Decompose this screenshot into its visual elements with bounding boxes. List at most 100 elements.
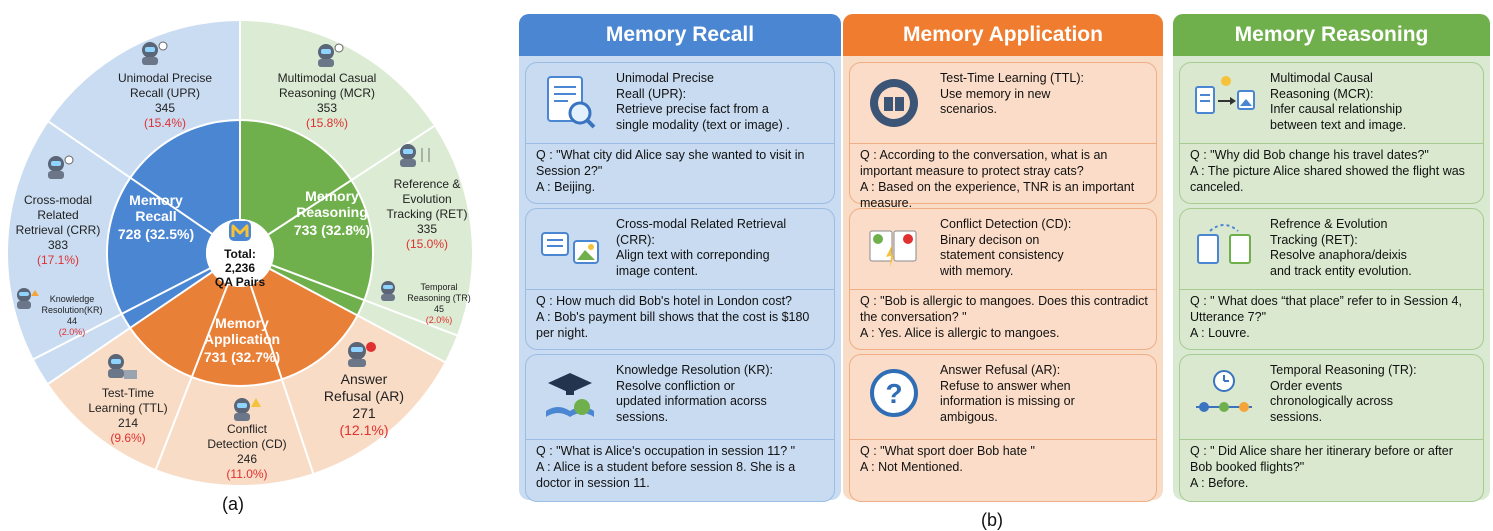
outer-segment xyxy=(155,376,314,485)
card-divider xyxy=(1180,289,1483,290)
segment-count: 44 xyxy=(66,316,77,326)
segment-count: 246 xyxy=(236,452,258,466)
ring-dividers xyxy=(33,21,458,474)
outer-segment xyxy=(7,121,131,360)
example-qa: Q : " Did Alice share her itinerary befo… xyxy=(1190,443,1475,491)
card-divider xyxy=(850,143,1156,144)
description-line: scenarios. xyxy=(940,102,997,116)
description-line: Refrence & Evolution xyxy=(1270,217,1388,231)
outer-segment xyxy=(281,315,445,474)
card-divider xyxy=(1180,143,1483,144)
segment-name: Unimodal Precise Recall (UPR) xyxy=(117,71,213,100)
segment-name: Knowledge Resolution(KR) xyxy=(41,294,103,315)
example-answer: A : The picture Alice shared showed the … xyxy=(1190,164,1465,194)
robot-icon-upr xyxy=(138,40,168,66)
robot-icon-crr xyxy=(44,154,74,180)
example-answer: A : Alice is a student before session 8.… xyxy=(536,460,796,490)
outer-segment xyxy=(357,300,457,362)
group-name: Memory Recall xyxy=(129,192,183,224)
segment-pct: (2.0%) xyxy=(58,327,86,337)
task-description: Answer Refusal (AR):Refuse to answer whe… xyxy=(940,363,1150,425)
segment-name: Temporal Reasoning (TR) xyxy=(407,282,471,303)
column-title: Memory Reasoning xyxy=(1173,14,1490,56)
description-line: Use memory in new xyxy=(940,86,1051,101)
description-line: image content. xyxy=(616,263,698,278)
task-description: Knowledge Resolution (KR):Resolve confli… xyxy=(616,363,828,425)
segment-count: 214 xyxy=(117,416,139,430)
document-tracking-icon xyxy=(1192,217,1256,281)
question-bubble-icon: ? xyxy=(862,363,926,427)
segment-label-ret: Reference & Evolution Tracking (RET) 335… xyxy=(384,177,470,252)
description-line: Conflict Detection (CD): xyxy=(940,217,1072,231)
task-card: Test-Time Learning (TTL):Use memory in n… xyxy=(849,62,1157,210)
description-line: and track entity evolution. xyxy=(1270,263,1412,278)
segment-pct: (11.0%) xyxy=(226,467,268,481)
segment-pct: (15.4%) xyxy=(143,116,187,130)
segment-name: Reference & Evolution Tracking (RET) xyxy=(386,177,468,221)
description-line: Tracking (RET): xyxy=(1270,232,1358,247)
segment-pct: (12.1%) xyxy=(339,422,389,438)
m-logo-icon xyxy=(229,221,251,241)
segment-pct: (15.8%) xyxy=(305,116,349,130)
card-divider xyxy=(850,439,1156,440)
description-line: (CRR): xyxy=(616,232,655,247)
outer-ring xyxy=(7,20,472,485)
group-label-recall: Memory Recall 728 (32.5%) xyxy=(108,192,204,242)
total-line1: Total: xyxy=(224,247,256,261)
segment-pct: (15.0%) xyxy=(405,237,449,251)
outer-segment xyxy=(48,20,240,178)
card-divider xyxy=(526,439,834,440)
example-answer: A : Beijing. xyxy=(536,180,596,194)
description-line: ambigous. xyxy=(940,409,998,424)
example-answer: A : Based on the experience, TNR is an i… xyxy=(860,180,1135,210)
robot-icon-tr xyxy=(378,280,402,302)
outer-segment xyxy=(33,313,131,384)
description-line: Infer causal relationship xyxy=(1270,102,1403,116)
description-line: Resolve confliction or xyxy=(616,378,735,393)
description-line: Temporal Reasoning (TR): xyxy=(1270,363,1417,377)
outer-segment xyxy=(351,126,472,336)
center-circle xyxy=(206,219,274,287)
outer-segment xyxy=(48,327,192,470)
group-label-reasoning: Memory Reasoning 733 (32.8%) xyxy=(284,188,380,238)
segment-pct: (9.6%) xyxy=(110,431,146,445)
example-question: Q : According to the conversation, what … xyxy=(860,148,1108,178)
example-answer: A : Not Mentioned. xyxy=(860,460,963,474)
inner-segment-application xyxy=(130,268,358,387)
example-qa: Q : According to the conversation, what … xyxy=(860,147,1148,211)
column-title: Memory Recall xyxy=(519,14,841,56)
group-count: 731 (32.7%) xyxy=(203,349,281,365)
example-qa: Q : "Bob is allergic to mangoes. Does th… xyxy=(860,293,1148,341)
description-line: Unimodal Precise xyxy=(616,71,714,85)
description-line: Align text with correponding xyxy=(616,248,770,262)
task-card: Conflict Detection (CD):Binary decison o… xyxy=(849,208,1157,350)
category-donut-chart xyxy=(7,20,472,485)
description-line: Refuse to answer when xyxy=(940,378,1071,393)
task-description: Cross-modal Related Retrieval(CRR):Align… xyxy=(616,217,828,279)
segment-label-ar: Answer Refusal (AR) 271 (12.1%) xyxy=(316,371,412,439)
text-image-link-icon xyxy=(538,217,602,281)
description-line: updated information acorss xyxy=(616,394,767,408)
card-divider xyxy=(850,289,1156,290)
robot-icon-ret xyxy=(398,142,434,168)
segment-count: 335 xyxy=(416,222,438,236)
caption-b: (b) xyxy=(981,510,1003,530)
text-to-image-icon xyxy=(1192,71,1256,135)
segment-count: 271 xyxy=(352,405,376,421)
segment-pct: (17.1%) xyxy=(36,253,80,267)
description-line: Reall (UPR): xyxy=(616,86,687,101)
example-qa: Q : "What city did Alice say she wanted … xyxy=(536,147,826,195)
svg-text:?: ? xyxy=(885,378,902,409)
robot-icon-cd xyxy=(230,396,262,422)
example-answer: A : Bob's payment bill shows that the co… xyxy=(536,310,810,340)
example-qa: Q : "Why did Bob change his travel dates… xyxy=(1190,147,1475,195)
segment-label-tr: Temporal Reasoning (TR) 45 (2.0%) xyxy=(400,282,478,326)
example-question: Q : "What sport doer Bob hate " xyxy=(860,444,1035,458)
